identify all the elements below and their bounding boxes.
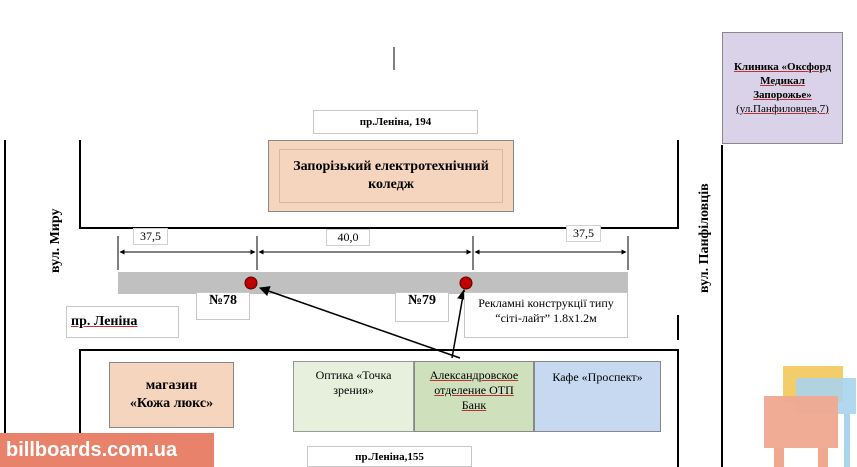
dimension-label-2: 40,0 xyxy=(326,229,370,246)
optics-building: Оптика «Точка зрения» xyxy=(293,361,414,432)
clinic-building: Клиника «Оксфорд Медикал Запорожье» (ул.… xyxy=(722,32,843,144)
billboard-caption: Рекламні конструкції типу “сіті-лайт” 1.… xyxy=(464,292,628,338)
college-building: Запорізький електротехнічний коледж xyxy=(268,140,514,212)
billboard-strip xyxy=(118,272,628,294)
watermark-banner: billboards.com.ua xyxy=(0,433,214,467)
dimension-label-3: 37,5 xyxy=(566,225,601,242)
bank-building: Александровское отделение ОТП Банк xyxy=(414,361,534,432)
mid-street-label: пр. Леніна xyxy=(66,306,179,338)
top-address-label: пр.Леніна, 194 xyxy=(313,110,478,134)
dimension-label-1: 37,5 xyxy=(133,228,168,245)
billboard-marker-79 xyxy=(459,276,473,290)
billboard-label-79: №79 xyxy=(395,292,449,322)
leather-shop-building: магазин «Кожа люкс» xyxy=(109,362,234,428)
right-street-label: вул. Панфіловців xyxy=(697,183,712,293)
billboard-marker-78 xyxy=(244,276,258,290)
cafe-building: Кафе «Проспект» xyxy=(534,361,661,432)
bottom-address-label: пр.Леніна,155 xyxy=(307,446,472,467)
left-street-label: вул. Миру xyxy=(48,208,63,273)
billboard-logo-icon xyxy=(760,362,857,467)
billboard-label-78: №78 xyxy=(196,292,250,320)
